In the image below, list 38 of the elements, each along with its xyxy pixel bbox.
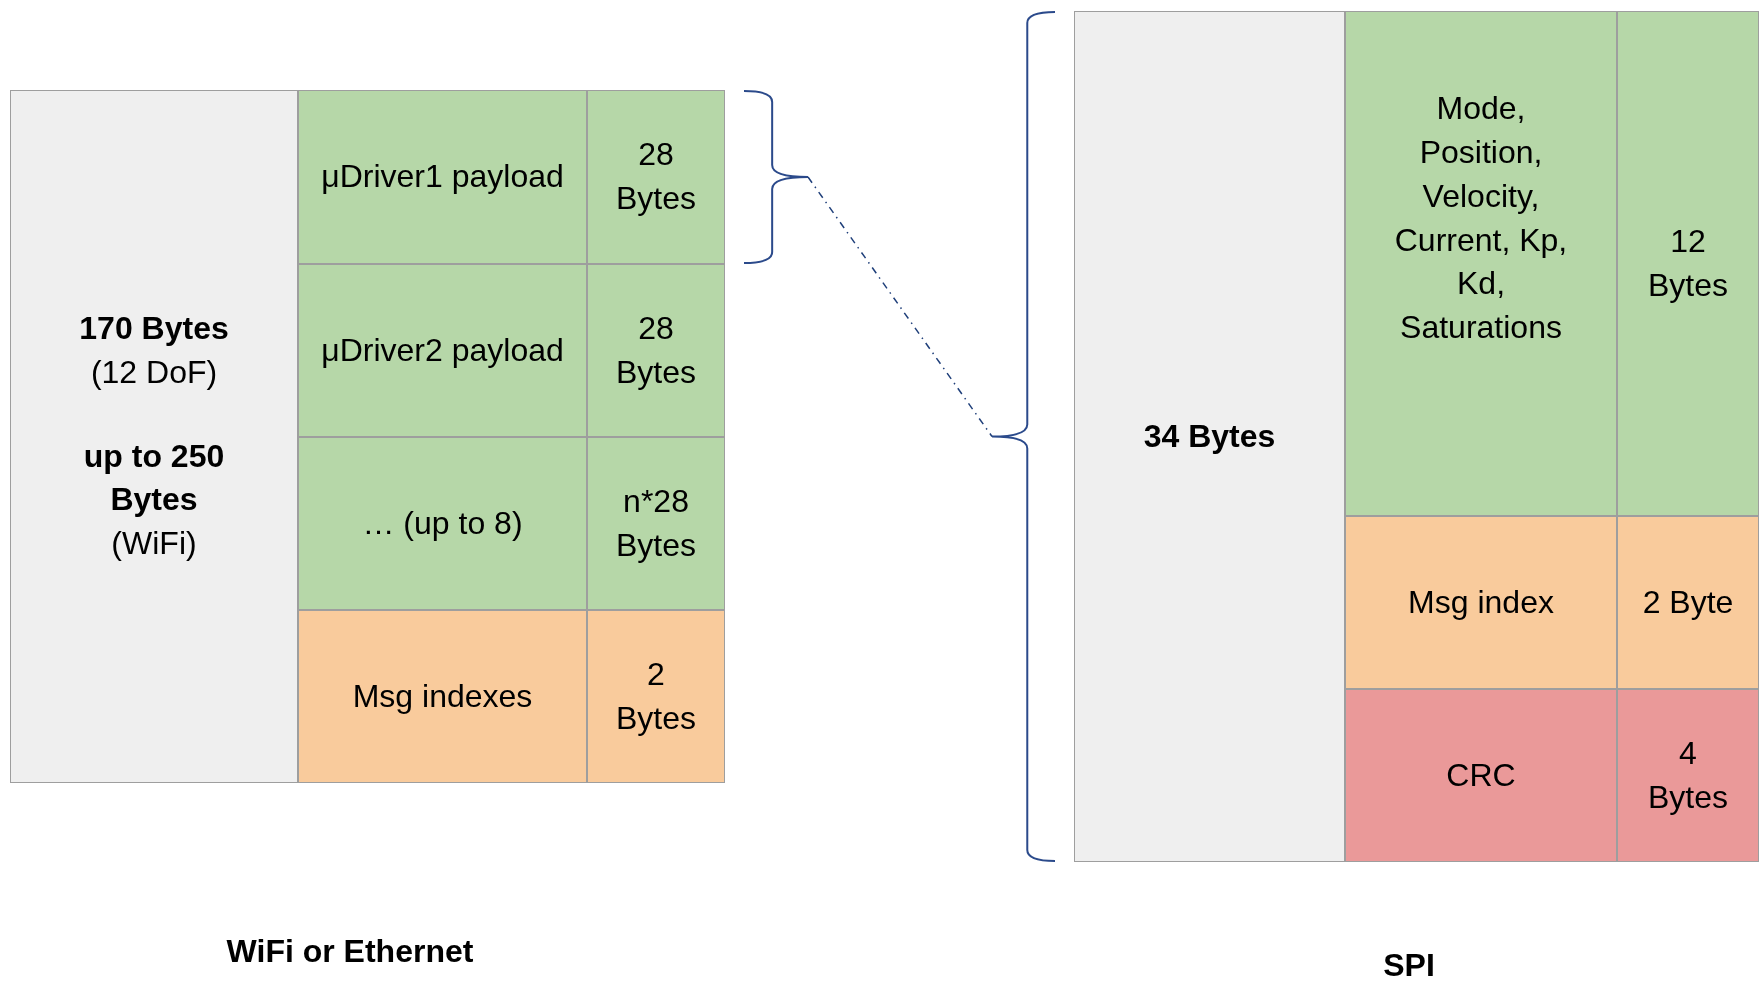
cell-text: Mode, Position, Velocity, Current, Kp, Kd, Saturations bbox=[1393, 89, 1569, 348]
cell-text: … (up to 8) bbox=[362, 503, 523, 543]
cell-text: CRC bbox=[1446, 755, 1516, 795]
table-cell bbox=[1617, 11, 1759, 516]
table-cell bbox=[1345, 516, 1617, 689]
section-title: SPI bbox=[1383, 946, 1435, 984]
cell-text: Msg index bbox=[1408, 582, 1554, 622]
table-cell bbox=[10, 90, 298, 783]
cell-text: 2 Byte bbox=[1642, 582, 1734, 622]
cell-text: Msg indexes bbox=[352, 676, 533, 716]
table-cell bbox=[298, 90, 587, 264]
cell-text: 170 Bytes (12 DoF) bbox=[79, 308, 229, 392]
cell-text: μDriver1 payload bbox=[321, 157, 564, 197]
table-cell bbox=[298, 610, 587, 783]
cell-text: 34 Bytes bbox=[1143, 416, 1276, 456]
table-cell bbox=[587, 90, 725, 264]
cell-text: 12 Bytes bbox=[1647, 221, 1729, 305]
table-cell bbox=[587, 264, 725, 437]
connector-line bbox=[807, 176, 993, 438]
curly-brace bbox=[992, 11, 1055, 862]
cell-text: μDriver2 payload bbox=[321, 330, 564, 370]
cell-text: n*28 Bytes bbox=[615, 481, 697, 565]
table-cell bbox=[298, 437, 587, 610]
table-cell bbox=[587, 437, 725, 610]
cell-text: 28 Bytes bbox=[615, 135, 697, 218]
cell-text: 28 Bytes bbox=[615, 308, 697, 392]
table-cell bbox=[1345, 11, 1617, 516]
table-cell bbox=[587, 610, 725, 783]
table-cell bbox=[1345, 689, 1617, 862]
cell-text: 4 Bytes bbox=[1647, 733, 1729, 817]
cell-text: up to 250 Bytes (WiFi) bbox=[82, 436, 226, 564]
curly-brace bbox=[744, 90, 808, 264]
cell-text: 2 Bytes bbox=[615, 654, 697, 738]
section-title: WiFi or Ethernet bbox=[226, 932, 474, 970]
table-cell bbox=[1074, 11, 1345, 862]
table-cell bbox=[1617, 516, 1759, 689]
table-cell bbox=[1617, 689, 1759, 862]
table-cell bbox=[298, 264, 587, 437]
